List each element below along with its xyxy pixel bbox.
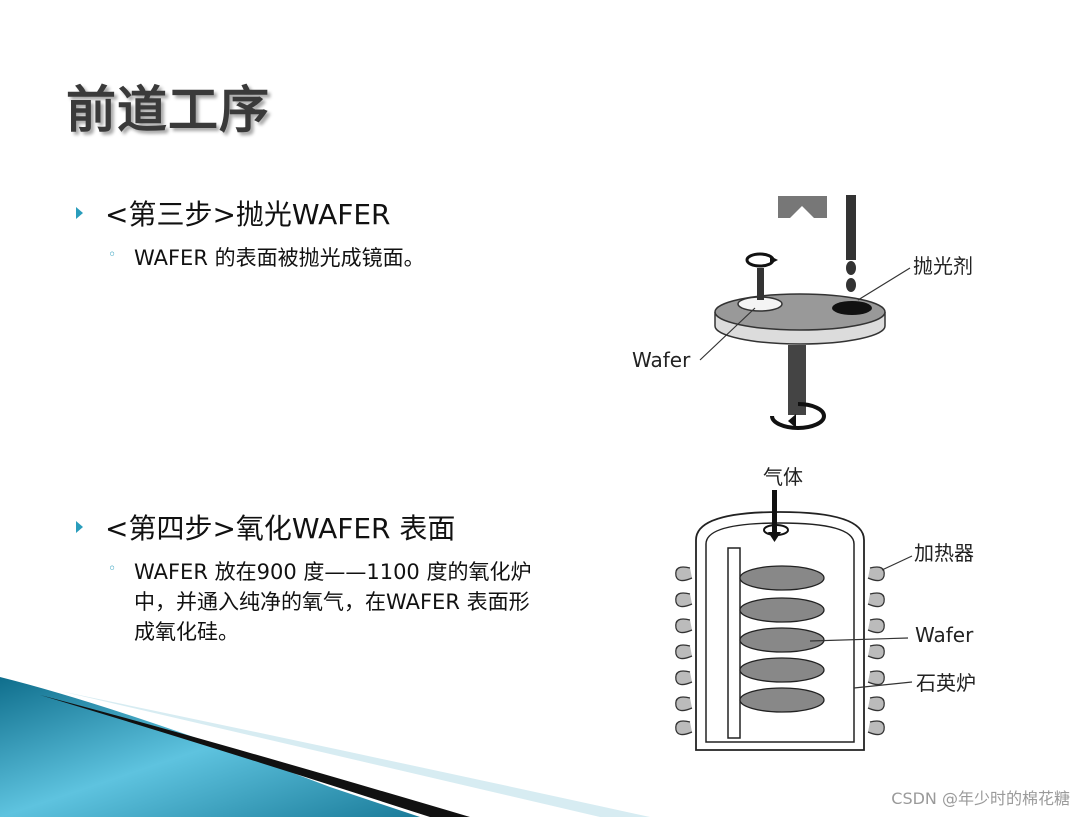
heater-coil — [675, 592, 693, 608]
bullet-triangle-icon — [76, 521, 83, 533]
bullet-ring-icon: ◦ — [108, 561, 117, 577]
step-4-heading-row: <第四步>氧化WAFER 表面 — [76, 507, 544, 547]
step-4-detail: WAFER 放在900 度——1100 度的氧化炉中，并通入纯净的氧气，在WAF… — [134, 560, 532, 644]
label-gas: 气体 — [763, 465, 803, 489]
furnace-wafer — [739, 687, 825, 713]
heater-coil — [675, 618, 693, 634]
gas-inlet-arrow — [772, 490, 777, 534]
leader-line — [853, 681, 913, 689]
heater-coil — [867, 618, 885, 634]
leader-line — [699, 307, 756, 361]
wafer-stack — [739, 565, 825, 713]
slurry-drop — [846, 261, 856, 275]
arrowhead-icon — [770, 256, 778, 264]
heater-coil — [675, 670, 693, 686]
furnace-wafer — [739, 657, 825, 683]
wave-light — [60, 691, 650, 817]
bullet-ring-icon: ◦ — [108, 247, 117, 263]
heater-coil — [675, 696, 693, 712]
step-4-detail-row: ◦ WAFER 放在900 度——1100 度的氧化炉中，并通入纯净的氧气，在W… — [108, 557, 544, 647]
label-quartz-furnace: 石英炉 — [916, 671, 976, 695]
polishing-diagram: 抛光剂 Wafer — [632, 195, 973, 430]
heater-coil — [867, 720, 885, 736]
wave-black — [40, 695, 470, 817]
step-3-detail: WAFER 的表面被抛光成镜面。 — [134, 246, 425, 270]
heater-coil — [867, 644, 885, 660]
decorative-wave — [0, 677, 650, 817]
polish-head-shape — [778, 196, 827, 218]
wafer-boat-rod — [727, 547, 741, 739]
step-3-heading-row: <第三步>抛光WAFER — [76, 193, 544, 233]
slurry-puddle — [832, 301, 872, 315]
step-4-heading: <第四步>氧化WAFER 表面 — [105, 512, 456, 545]
watermark-text: CSDN @年少时的棉花糖 — [891, 789, 1070, 808]
label-heater: 加热器 — [914, 541, 974, 565]
furnace-wafer — [739, 597, 825, 623]
label-polishing-agent: 抛光剂 — [913, 254, 973, 278]
furnace-wafer — [739, 565, 825, 591]
holder-shaft — [757, 268, 764, 300]
furnace-wafer — [739, 627, 825, 653]
heater-coil — [675, 644, 693, 660]
step-4-block: <第四步>氧化WAFER 表面 ◦ WAFER 放在900 度——1100 度的… — [76, 507, 544, 647]
step-3-detail-row: ◦ WAFER 的表面被抛光成镜面。 — [108, 243, 544, 273]
bullet-triangle-icon — [76, 207, 83, 219]
rotation-arrow-icon — [745, 252, 775, 268]
label-wafer-polish: Wafer — [632, 348, 691, 372]
label-wafer-furnace: Wafer — [915, 623, 974, 647]
step-3-heading: <第三步>抛光WAFER — [105, 198, 391, 231]
heater-coil — [867, 566, 885, 582]
spindle — [788, 345, 806, 415]
arrowhead-icon — [788, 414, 796, 428]
slide-title: 前道工序 — [66, 81, 270, 139]
step-3-block: <第三步>抛光WAFER ◦ WAFER 的表面被抛光成镜面。 — [76, 193, 544, 273]
leader-line — [809, 637, 909, 642]
heater-coils-left — [675, 566, 693, 736]
inlet-ring — [763, 524, 789, 536]
leader-line — [881, 555, 913, 571]
rotation-arrow-icon — [770, 402, 826, 430]
slurry-drop — [846, 278, 856, 292]
oxidation-furnace-diagram: 气体 加热器 Wafer 石英炉 — [675, 465, 976, 751]
leader-line — [857, 267, 911, 301]
heater-coil — [675, 566, 693, 582]
heater-coil — [867, 696, 885, 712]
slurry-pipe — [846, 195, 856, 260]
heater-coil — [867, 670, 885, 686]
heater-coil — [867, 592, 885, 608]
heater-coil — [675, 720, 693, 736]
heater-coils-right — [867, 566, 885, 736]
